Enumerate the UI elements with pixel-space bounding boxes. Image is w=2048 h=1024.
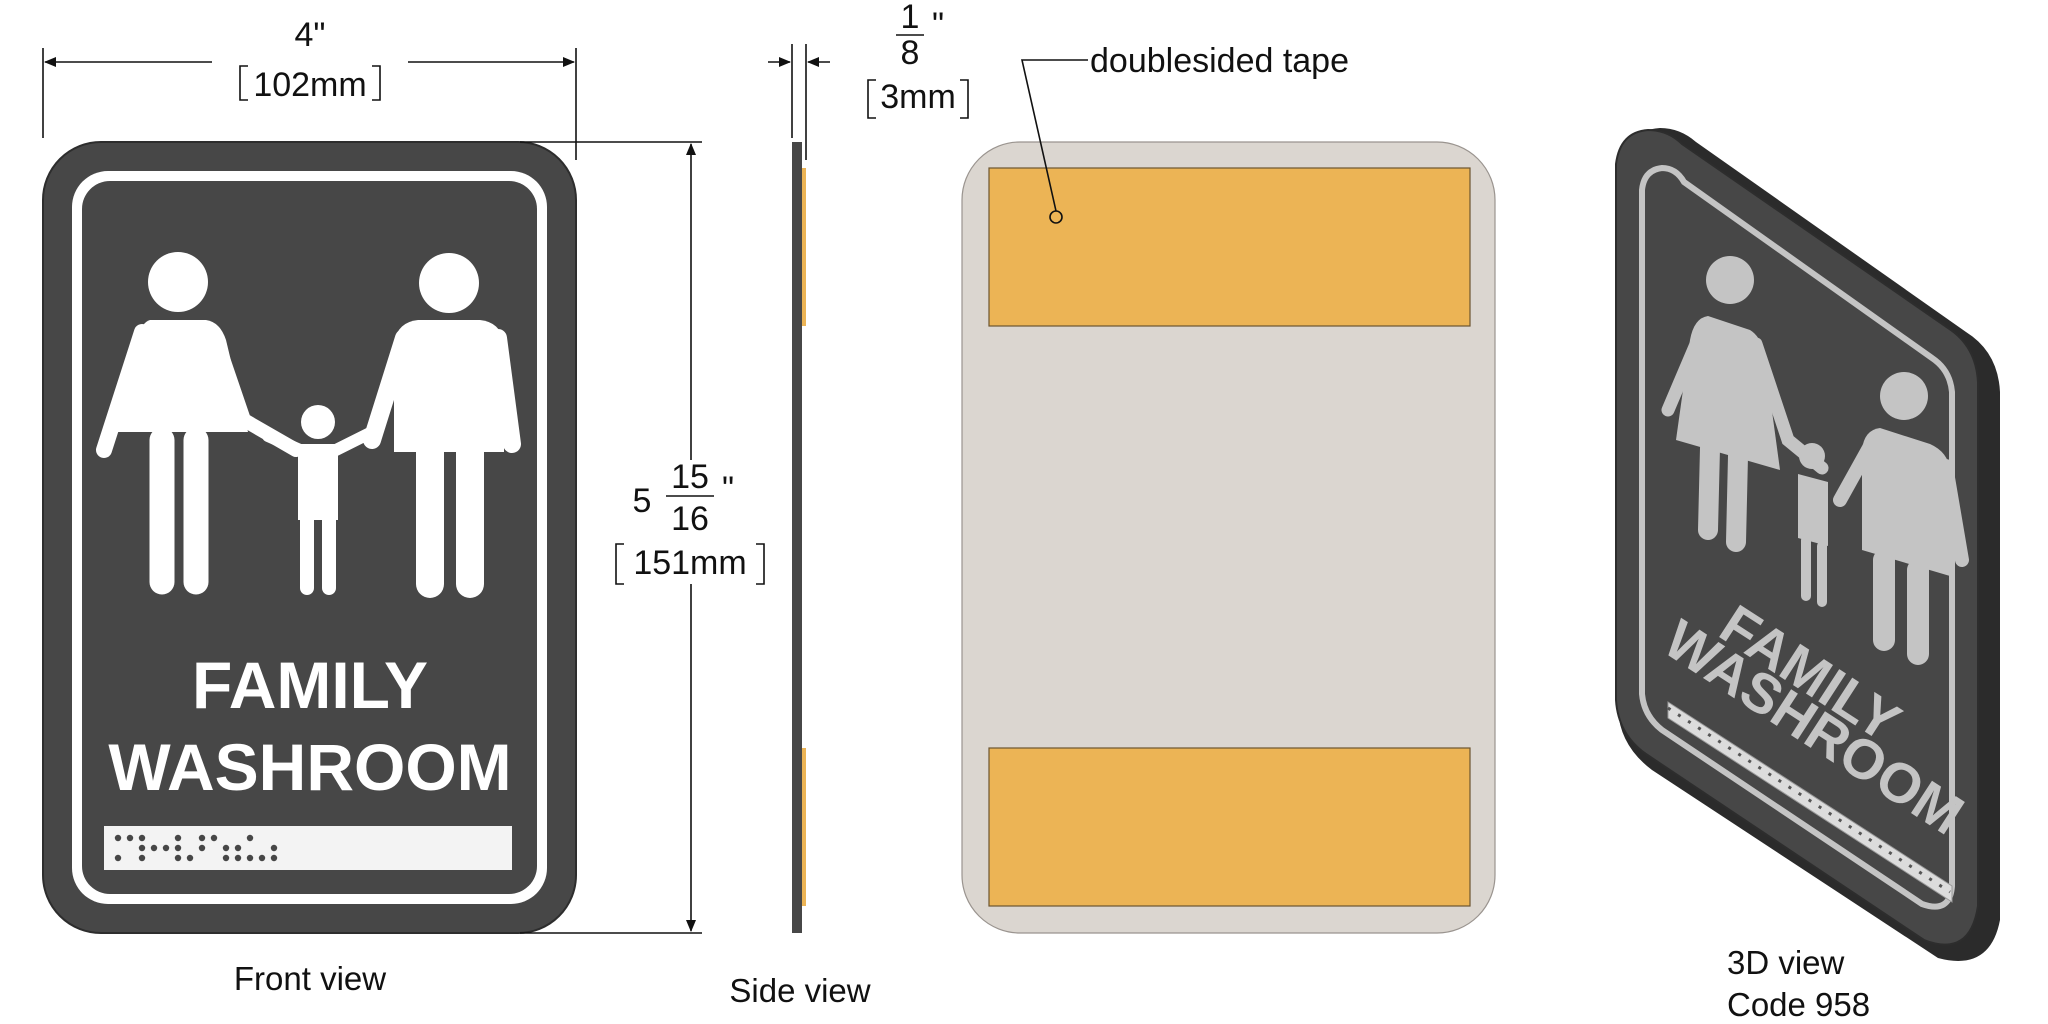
side-tape-top <box>802 168 806 326</box>
width-inches: 4" <box>295 16 326 54</box>
side-plate <box>792 142 802 933</box>
braille-dot <box>126 834 134 842</box>
braille-dot <box>174 834 182 842</box>
braille-dot <box>174 844 182 852</box>
iso-man-head <box>1880 372 1928 420</box>
sign-line2: WASHROOM <box>108 730 511 804</box>
tape-label: doublesided tape <box>1090 42 1349 80</box>
braille-dot <box>234 854 242 862</box>
back-plate <box>961 141 1496 934</box>
braille-dot <box>270 844 278 852</box>
braille-dot <box>174 854 182 862</box>
caption-front-view: Front view <box>234 960 386 997</box>
braille-dot <box>186 854 194 862</box>
man-head <box>419 253 479 313</box>
braille-dot <box>138 854 146 862</box>
braille-dot <box>246 854 254 862</box>
caption-code: Code 958 <box>1727 986 1870 1023</box>
thickness-inch-mark: " <box>932 6 944 44</box>
tape-strip-top <box>988 167 1471 327</box>
braille-dots <box>114 834 278 862</box>
iso-woman-head <box>1706 256 1754 304</box>
braille-dot <box>270 854 278 862</box>
child-legs <box>300 513 336 595</box>
braille-dot <box>246 834 254 842</box>
front-view: FAMILY WASHROOM <box>42 141 577 934</box>
braille-dot <box>222 854 230 862</box>
man-legs <box>416 438 484 598</box>
thickness-denominator: 8 <box>901 34 920 72</box>
iso-border <box>1639 164 1955 910</box>
thickness-dimension: 1 8 " 3mm <box>768 0 969 160</box>
braille-dot <box>210 834 218 842</box>
side-tape-bottom <box>802 748 806 906</box>
family-pictogram <box>96 252 521 598</box>
iso-pictogram <box>1661 256 1969 665</box>
braille-dot <box>114 854 122 862</box>
braille-dot <box>198 844 206 852</box>
iso-man-torso <box>1862 428 1950 576</box>
braille-dot <box>114 834 122 842</box>
woman-arm-left <box>96 324 150 458</box>
child-body <box>298 444 338 520</box>
braille-dot <box>198 834 206 842</box>
braille-strip <box>104 826 512 870</box>
width-mm: 102mm <box>253 66 366 104</box>
height-denominator: 16 <box>671 500 709 538</box>
woman-head <box>148 252 208 312</box>
height-whole: 5 <box>633 482 652 520</box>
braille-dot <box>258 854 266 862</box>
height-numerator: 15 <box>671 458 709 496</box>
sign-line1: FAMILY <box>192 648 428 722</box>
thickness-numerator: 1 <box>901 0 920 36</box>
child-head <box>301 405 335 439</box>
man-arm-left <box>363 329 413 449</box>
caption-side-view: Side view <box>729 972 870 1009</box>
height-dimension: 5 15 16 " 151mm <box>520 141 765 934</box>
tape-callout: doublesided tape <box>1020 42 1349 224</box>
tape-strip-bottom <box>988 747 1471 907</box>
thickness-mm: 3mm <box>880 78 956 116</box>
width-dimension: 4" 102mm <box>42 16 577 160</box>
braille-dot <box>222 844 230 852</box>
man-torso <box>394 320 504 452</box>
height-inch-mark: " <box>722 470 734 508</box>
braille-dot <box>234 844 242 852</box>
iso-child-head <box>1799 443 1825 469</box>
caption-3d-view: 3D view <box>1727 944 1845 981</box>
braille-dot <box>162 844 170 852</box>
braille-dot <box>150 844 158 852</box>
back-view <box>961 141 1496 934</box>
side-view <box>792 142 806 933</box>
woman-legs <box>149 427 209 595</box>
height-mm: 151mm <box>633 544 746 582</box>
iso-view: FAMILY WASHROOM <box>1615 128 2000 961</box>
braille-dot <box>138 844 146 852</box>
braille-dot <box>138 834 146 842</box>
man-arm-right <box>489 329 521 453</box>
